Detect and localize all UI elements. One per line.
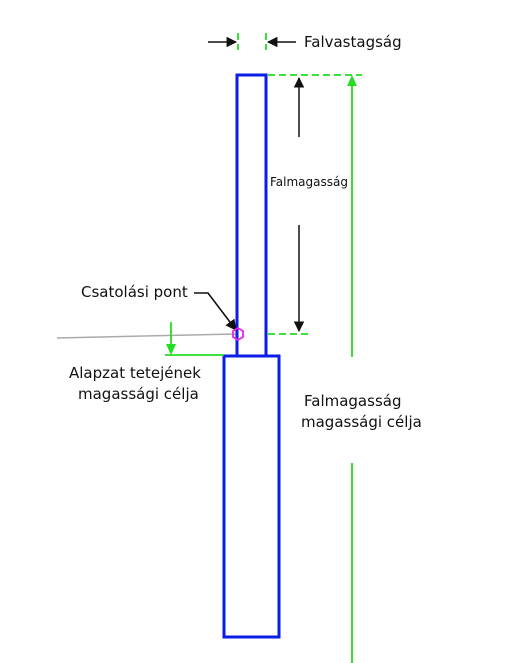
- footing-target-arrowhead: [166, 344, 176, 355]
- label-wall-thickness: Falvastagság: [304, 33, 402, 51]
- label-wall-height: Falmagasság: [270, 175, 348, 189]
- reference-line: [56, 333, 237, 339]
- attachment-leader: [194, 292, 237, 331]
- wall-height-target-arrowhead: [347, 75, 357, 86]
- label-wall-height-target-1: Falmagasság: [304, 392, 401, 410]
- footing: [222, 354, 281, 639]
- label-wall-height-target-2: magassági célja: [301, 413, 422, 431]
- attachment-point-marker: [232, 326, 244, 342]
- label-footing-top-target-2: magassági célja: [78, 385, 199, 403]
- wall-stem: [235, 73, 268, 358]
- label-attachment-point: Csatolási pont: [81, 283, 188, 301]
- label-footing-top-target-1: Alapzat tetejének: [69, 364, 201, 382]
